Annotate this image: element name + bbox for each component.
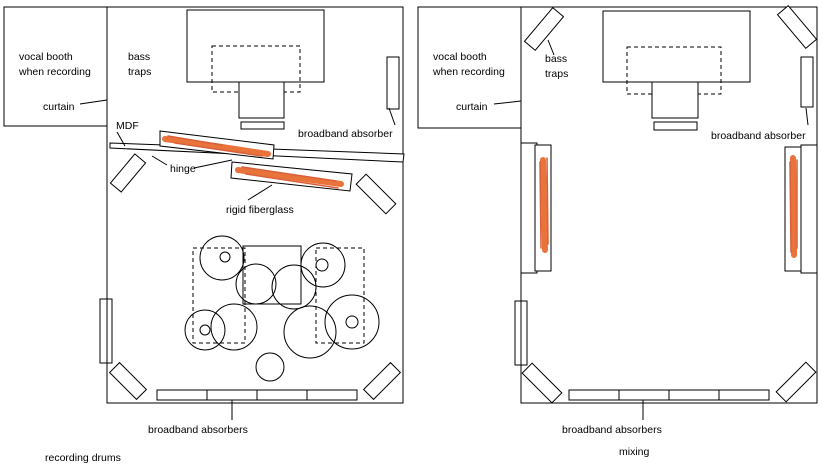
fiberglass-fill-left xyxy=(540,157,548,253)
bass-traps-label-line-1: bass xyxy=(128,51,150,63)
bottom-absorber-4 xyxy=(718,389,770,401)
desk-footrest xyxy=(653,121,698,131)
drum-throne xyxy=(255,352,285,382)
mixer xyxy=(238,81,285,119)
corner-trap-lower-left xyxy=(108,361,148,401)
curtain-label: curtain xyxy=(456,101,488,113)
fiberglass-fill-left-texture xyxy=(539,157,549,249)
fiberglass-fill-right xyxy=(790,155,797,258)
corner-trap-lower-right xyxy=(775,361,817,403)
fiberglass-fill-upper-texture xyxy=(167,135,263,157)
desk-footrest xyxy=(240,121,285,130)
bottom-absorber-3 xyxy=(256,389,308,401)
broadband-absorber-label: broadband absorber xyxy=(711,130,806,142)
rigid-fiberglass-label: rigid fiberglass xyxy=(226,204,294,216)
splash-cymbal xyxy=(184,309,226,351)
room-outline xyxy=(520,6,818,404)
curtain-label: curtain xyxy=(43,101,75,113)
mdf-label: MDF xyxy=(116,120,139,132)
fiberglass-fill-right-texture xyxy=(789,159,798,253)
fiberglass-fill-lower xyxy=(235,167,344,187)
fiberglass-panel-right-frame xyxy=(800,144,818,274)
corner-trap-lower-right xyxy=(362,361,402,401)
drum-riser xyxy=(242,245,302,305)
snare xyxy=(210,303,258,351)
hi-hat xyxy=(199,235,245,281)
vocal-booth-label-line-2: when recording xyxy=(432,66,505,78)
room-outline xyxy=(106,6,404,404)
vocal-booth-label-line-2: when recording xyxy=(18,66,91,78)
broadband-absorbers-label: broadband absorbers xyxy=(148,424,248,436)
crash-center xyxy=(315,258,329,272)
recording-drums-plan: vocal booth when recording curtain bass … xyxy=(3,6,405,464)
bass-traps-label-line-1: bass xyxy=(545,53,567,65)
corner-trap-upper-right xyxy=(355,173,397,215)
mixing-plan: vocal booth when recording curtain bass … xyxy=(417,4,818,458)
side-absorber xyxy=(99,298,113,364)
corner-trap-lower-left xyxy=(521,362,563,404)
drum-left-dashed-area xyxy=(192,247,246,344)
bottom-absorber-1 xyxy=(568,389,620,401)
bass-traps-label-line-2: traps xyxy=(128,66,151,78)
splash-center xyxy=(199,324,211,336)
bass-trap-upper-left xyxy=(523,6,565,52)
bottom-absorber-4 xyxy=(306,389,358,401)
bottom-absorber-1 xyxy=(156,389,208,401)
broadband-absorber-panel xyxy=(386,56,400,110)
corner-trap-upper-left xyxy=(109,153,147,193)
bottom-absorber-2 xyxy=(206,389,258,401)
recording-drums-caption: recording drums xyxy=(45,452,121,464)
rack-tom-2 xyxy=(271,264,317,310)
side-absorber xyxy=(514,300,528,366)
fiberglass-fill-lower-texture xyxy=(241,166,339,189)
broadband-absorbers-label: broadband absorbers xyxy=(562,424,662,436)
drum-kit xyxy=(184,235,380,382)
bass-trap-upper-right xyxy=(776,4,818,50)
ride-center xyxy=(345,315,359,329)
floor-tom xyxy=(283,305,337,359)
rack-tom xyxy=(235,263,277,305)
crash-cymbal xyxy=(300,242,346,288)
mixing-caption: mixing xyxy=(619,446,650,458)
bass-traps-label-line-2: traps xyxy=(545,68,568,80)
vocal-booth-label-line-1: vocal booth xyxy=(19,51,73,63)
bottom-absorber-2 xyxy=(618,389,670,401)
ride-cymbal xyxy=(324,294,380,350)
broadband-absorber-label: broadband absorber xyxy=(298,128,393,140)
bottom-absorber-3 xyxy=(668,389,720,401)
mixer xyxy=(651,81,699,119)
broadband-absorber-panel xyxy=(800,56,814,108)
hi-hat-center xyxy=(219,251,231,263)
vocal-booth-label-line-1: vocal booth xyxy=(433,51,487,63)
fiberglass-fill-upper xyxy=(162,136,271,157)
drum-right-dashed-area xyxy=(315,247,365,344)
hinge-label: hinge xyxy=(170,163,196,175)
